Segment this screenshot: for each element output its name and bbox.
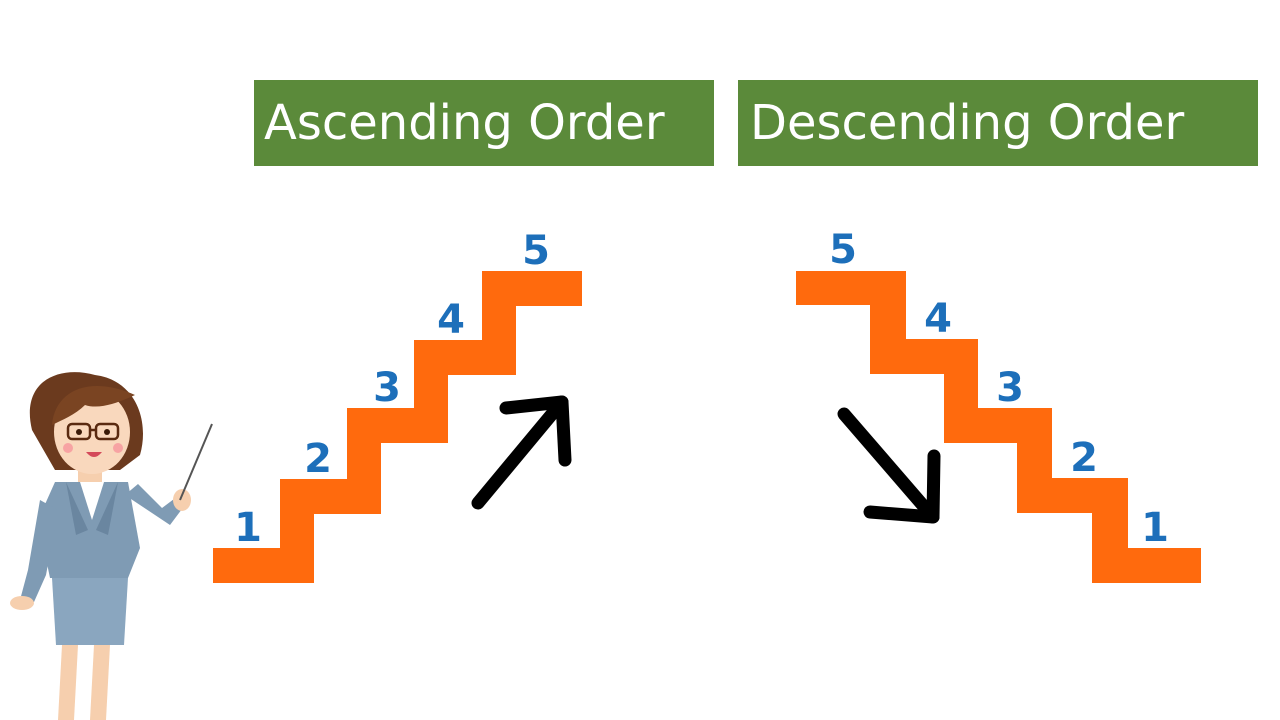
ascending-stairs (213, 271, 582, 583)
descending-order-title: Descending Order (750, 95, 1185, 151)
ascending-step-4: 4 (437, 297, 465, 343)
descending-step-3: 3 (996, 365, 1024, 411)
ascending-order-banner: Ascending Order (254, 80, 714, 166)
descending-step-2: 2 (1070, 435, 1098, 481)
ascending-step-5: 5 (522, 228, 550, 274)
arrow-down-right-icon (837, 407, 941, 524)
arrow-up-right-icon (471, 395, 572, 510)
descending-step-4: 4 (924, 296, 952, 342)
descending-stairs (796, 271, 1201, 583)
teacher-with-pointer-icon (10, 372, 213, 720)
descending-order-banner: Descending Order (738, 80, 1258, 166)
ascending-order-title: Ascending Order (264, 95, 665, 151)
ascending-step-2: 2 (304, 436, 332, 482)
ascending-step-1: 1 (234, 505, 262, 551)
descending-step-5: 5 (829, 227, 857, 273)
ascending-step-3: 3 (373, 365, 401, 411)
descending-step-1: 1 (1141, 505, 1169, 551)
